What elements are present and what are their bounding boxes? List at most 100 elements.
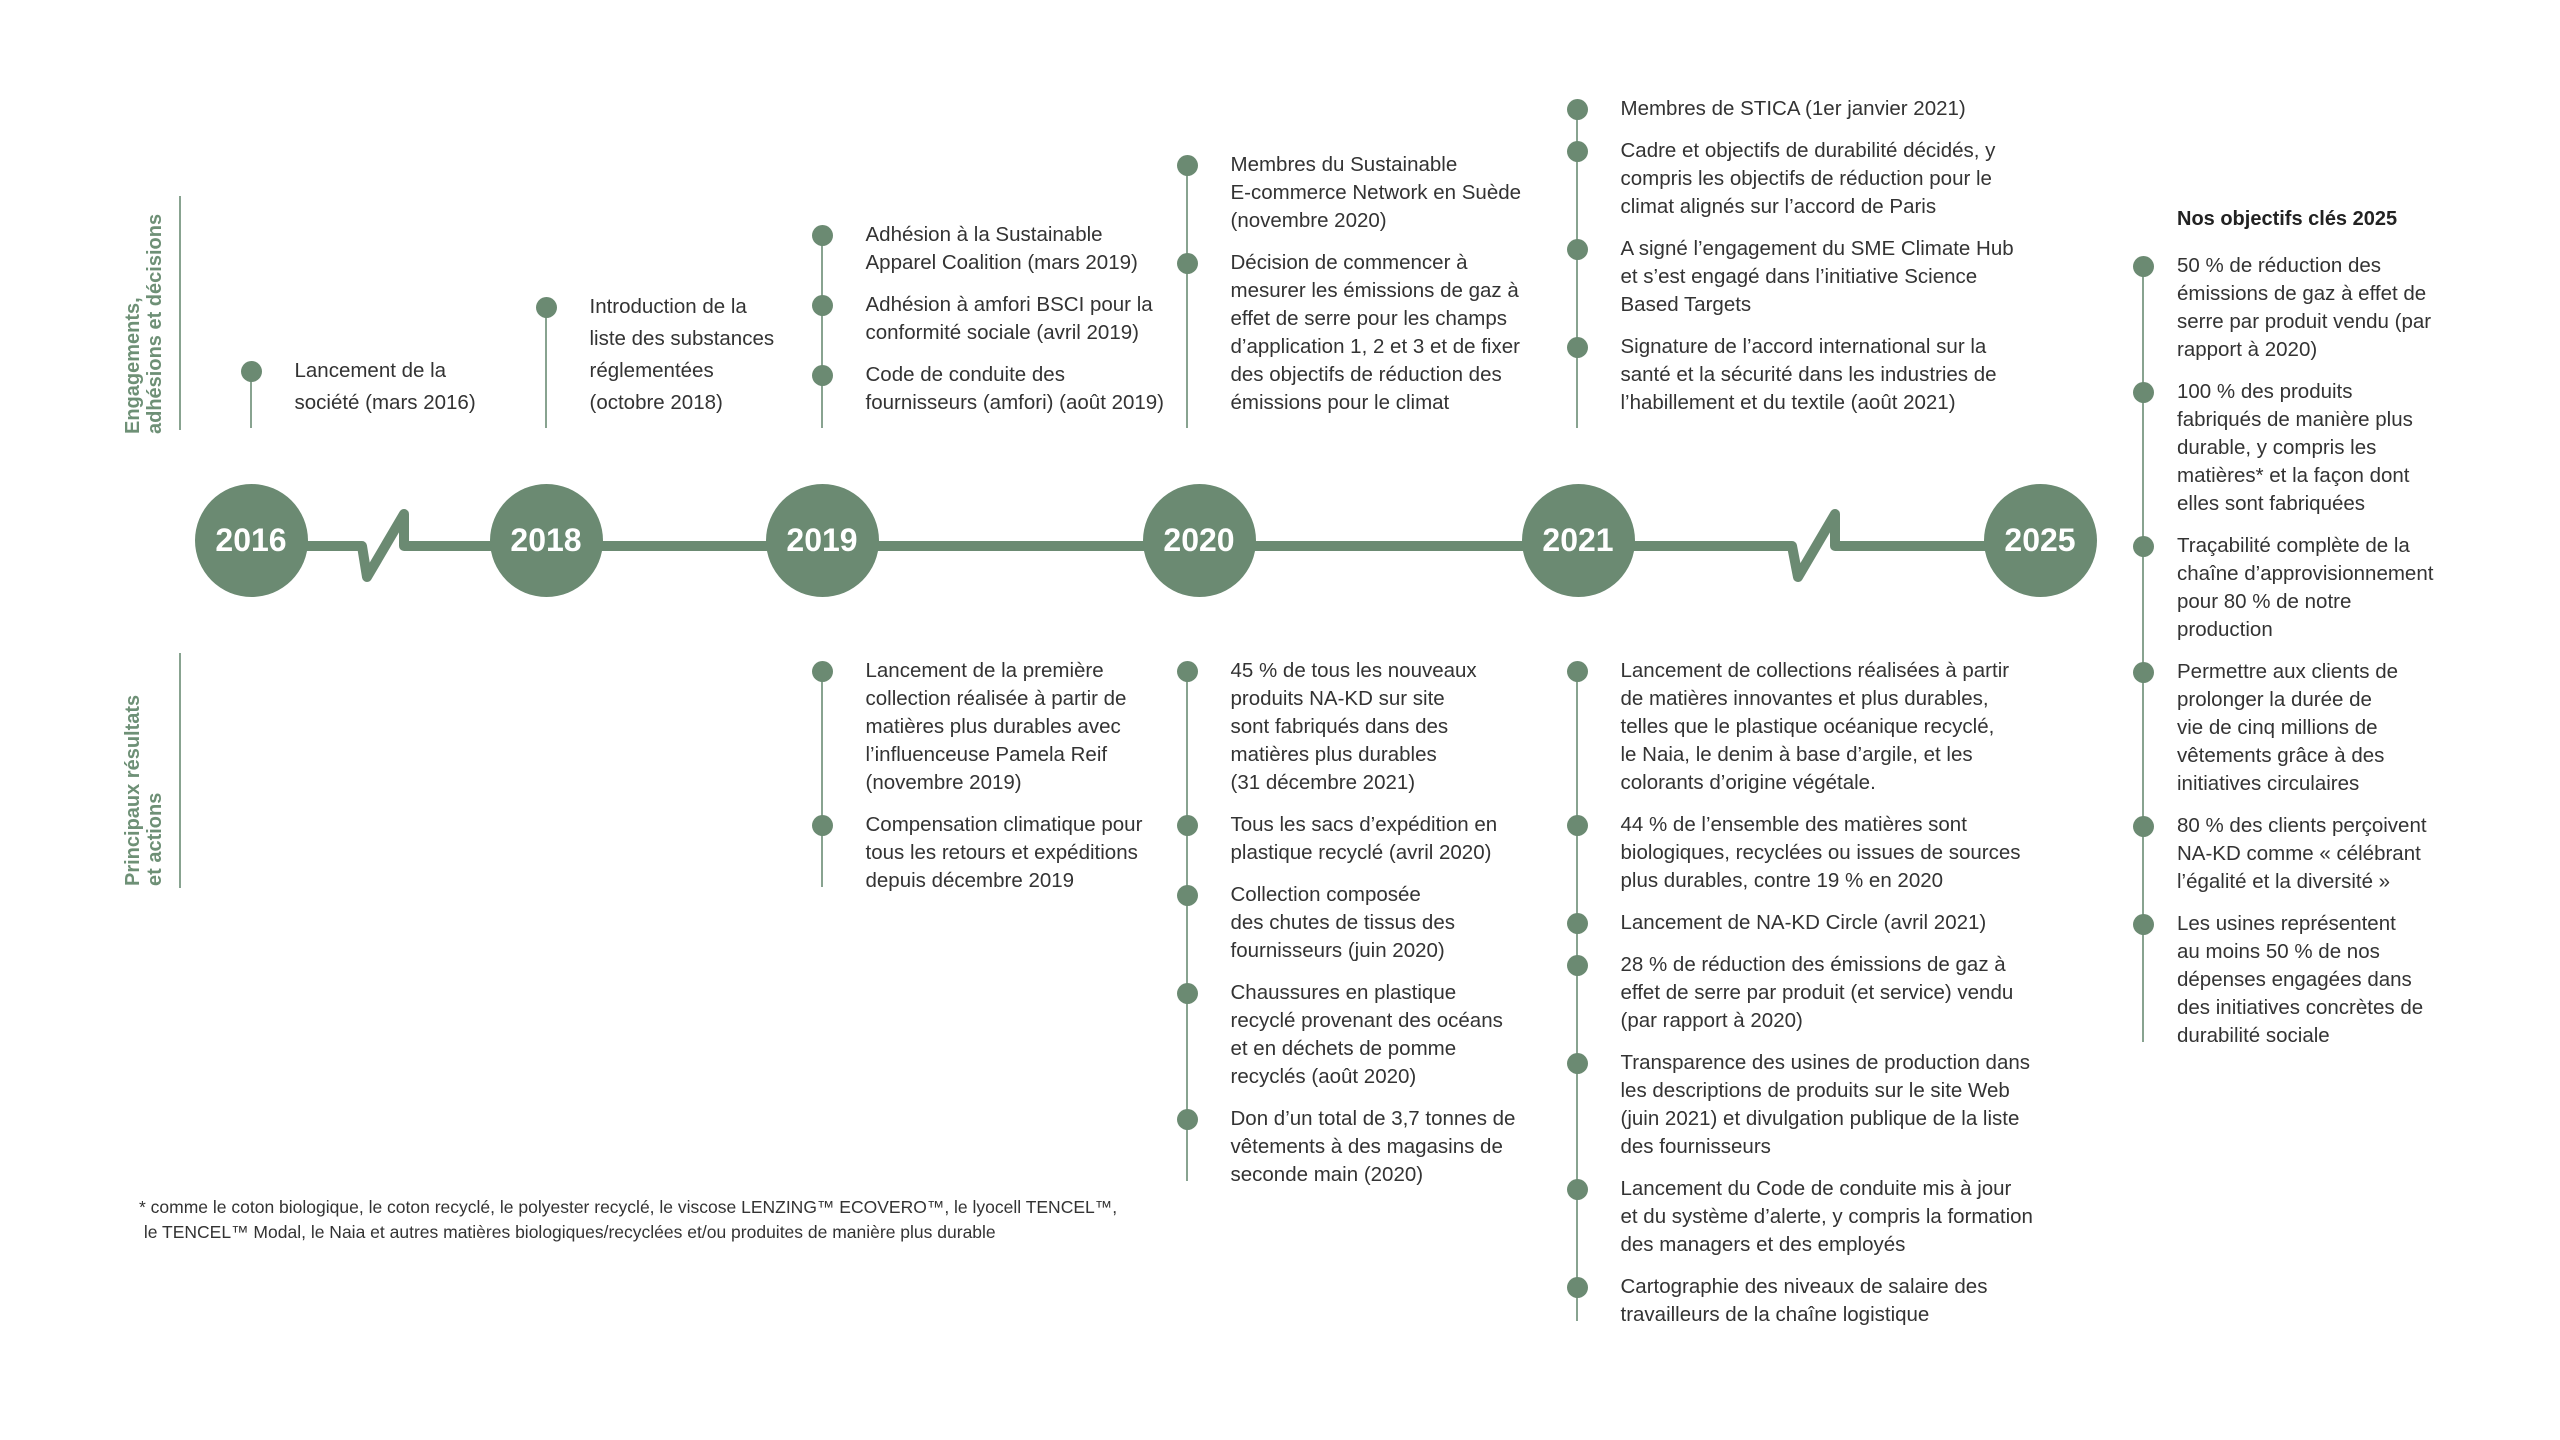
commitment-text: Cadre et objectifs de durabilité décidés… [1620, 139, 1996, 218]
goal-text: 80 % des clients perçoivent NA-KD comme … [2177, 814, 2427, 893]
bullet-dot-icon [811, 814, 833, 836]
goal-text: 100 % des produits fabriqués de manière … [2177, 380, 2413, 515]
year-marker-2016: 2016 [194, 483, 308, 597]
goal-text: Permettre aux clients de prolonger la du… [2177, 660, 2399, 795]
commitment-text: Code de conduite des fournisseurs (amfor… [865, 363, 1165, 414]
bullet-dot-icon [1176, 1108, 1198, 1130]
commitments-2019: Adhésion à la Sustainable Apparel Coalit… [811, 221, 1165, 428]
result-item: Lancement de NA-KD Circle (avril 2021) [1566, 909, 2033, 937]
bullet-dot-icon [1176, 982, 1198, 1004]
year-marker-2019: 2019 [765, 483, 879, 597]
section-divider-results [179, 653, 181, 888]
year-marker-2021: 2021 [1521, 483, 1635, 597]
goal-text: Les usines représentent au moins 50 % de… [2177, 912, 2424, 1047]
goal-text: Traçabilité complète de la chaîne d’appr… [2177, 534, 2434, 641]
commitment-item: Membres de STICA (1er janvier 2021) [1566, 95, 2014, 123]
result-item: Lancement du Code de conduite mis à jour… [1566, 1175, 2033, 1259]
result-text: Lancement de la première collection réal… [865, 659, 1127, 794]
bullet-dot-icon [811, 224, 833, 246]
bullet-dot-icon [811, 364, 833, 386]
commitments-2020: Membres du Sustainable E-commerce Networ… [1176, 151, 1522, 428]
commitment-text: Décision de commencer à mesurer les émis… [1230, 251, 1520, 414]
bullet-dot-icon [1566, 140, 1588, 162]
result-item: Chaussures en plastique recyclé provenan… [1176, 979, 1516, 1091]
commitment-item: A signé l’engagement du SME Climate Hub … [1566, 235, 2014, 319]
result-item: 45 % de tous les nouveaux produits NA-KD… [1176, 657, 1516, 797]
result-item: 28 % de réduction des émissions de gaz à… [1566, 951, 2033, 1035]
bullet-dot-icon [1176, 252, 1198, 274]
result-text: 28 % de réduction des émissions de gaz à… [1620, 953, 2014, 1032]
section-divider-commitments [179, 196, 181, 430]
result-text: Compensation climatique pour tous les re… [865, 813, 1143, 892]
goal-item: 80 % des clients perçoivent NA-KD comme … [2132, 812, 2434, 896]
commitment-item: Lancement de la société (mars 2016) [240, 355, 476, 419]
year-marker-2018: 2018 [489, 483, 603, 597]
commitment-item: Adhésion à la Sustainable Apparel Coalit… [811, 221, 1165, 277]
result-text: Lancement du Code de conduite mis à jour… [1620, 1177, 2033, 1256]
goal-item: Permettre aux clients de prolonger la du… [2132, 658, 2434, 798]
result-text: Lancement de collections réalisées à par… [1620, 659, 2010, 794]
goal-text: 50 % de réduction des émissions de gaz à… [2177, 254, 2432, 361]
bullet-dot-icon [1176, 884, 1198, 906]
result-text: Lancement de NA-KD Circle (avril 2021) [1620, 911, 1987, 934]
result-text: Transparence des usines de production da… [1620, 1051, 2031, 1158]
commitment-text: Introduction de la liste des substances … [589, 295, 775, 414]
result-item: Don d’un total de 3,7 tonnes de vêtement… [1176, 1105, 1516, 1189]
commitment-text: Adhésion à la Sustainable Apparel Coalit… [865, 223, 1138, 274]
goal-item: 50 % de réduction des émissions de gaz à… [2132, 252, 2434, 364]
bullet-dot-icon [2132, 535, 2154, 557]
result-item: Cartographie des niveaux de salaire des … [1566, 1273, 2033, 1329]
bullet-dot-icon [1566, 660, 1588, 682]
result-item: Tous les sacs d’expédition en plastique … [1176, 811, 1516, 867]
commitments-2021: Membres de STICA (1er janvier 2021) Cadr… [1566, 95, 2014, 428]
commitment-text: Adhésion à amfori BSCI pour la conformit… [865, 293, 1153, 344]
result-text: 45 % de tous les nouveaux produits NA-KD… [1230, 659, 1477, 794]
goals-heading: Nos objectifs clés 2025 [2177, 208, 2398, 230]
commitment-item: Code de conduite des fournisseurs (amfor… [811, 361, 1165, 417]
bullet-dot-icon [811, 294, 833, 316]
commitments-2016: Lancement de la société (mars 2016) [240, 355, 476, 428]
goal-item: 100 % des produits fabriqués de manière … [2132, 378, 2434, 518]
bullet-dot-icon [535, 296, 557, 318]
commitment-text: Membres de STICA (1er janvier 2021) [1620, 97, 1966, 120]
commitment-text: Lancement de la société (mars 2016) [294, 359, 476, 414]
footnote: * comme le coton biologique, le coton re… [139, 1197, 1118, 1242]
bullet-dot-icon [2132, 913, 2154, 935]
bullet-dot-icon [2132, 661, 2154, 683]
commitment-item: Adhésion à amfori BSCI pour la conformit… [811, 291, 1165, 347]
commitment-text: A signé l’engagement du SME Climate Hub … [1620, 237, 2014, 316]
bullet-dot-icon [1566, 1178, 1588, 1200]
bullet-dot-icon [1566, 814, 1588, 836]
result-text: Chaussures en plastique recyclé provenan… [1230, 981, 1503, 1088]
bullet-dot-icon [1176, 154, 1198, 176]
bullet-dot-icon [1176, 814, 1198, 836]
result-text: Collection composée des chutes de tissus… [1230, 883, 1456, 962]
bullet-dot-icon [1566, 954, 1588, 976]
goal-item: Traçabilité complète de la chaîne d’appr… [2132, 532, 2434, 644]
bullet-dot-icon [1566, 1052, 1588, 1074]
timeline-line [246, 509, 2045, 582]
result-item: Collection composée des chutes de tissus… [1176, 881, 1516, 965]
result-item: Compensation climatique pour tous les re… [811, 811, 1143, 895]
year-marker-2020: 2020 [1142, 483, 1256, 597]
commitments-2018: Introduction de la liste des substances … [535, 291, 775, 428]
bullet-dot-icon [811, 660, 833, 682]
year-marker-2025: 2025 [1983, 483, 2097, 597]
commitment-item: Signature de l’accord international sur … [1566, 333, 2014, 417]
commitment-text: Membres du Sustainable E-commerce Networ… [1230, 153, 1522, 232]
bullet-dot-icon [1566, 1276, 1588, 1298]
result-text: Don d’un total de 3,7 tonnes de vêtement… [1230, 1107, 1516, 1186]
bullet-dot-icon [1566, 336, 1588, 358]
goals-2025-list: 50 % de réduction des émissions de gaz à… [2132, 252, 2434, 1050]
commitment-text: Signature de l’accord international sur … [1620, 335, 1997, 414]
results-2019: Lancement de la première collection réal… [811, 657, 1143, 895]
result-text: Cartographie des niveaux de salaire des … [1620, 1275, 1988, 1326]
result-text: Tous les sacs d’expédition en plastique … [1230, 813, 1498, 864]
bullet-dot-icon [1566, 238, 1588, 260]
result-item: Lancement de collections réalisées à par… [1566, 657, 2033, 797]
bullet-dot-icon [1176, 660, 1198, 682]
results-2021: Lancement de collections réalisées à par… [1566, 657, 2033, 1329]
result-text: 44 % de l’ensemble des matières sont bio… [1620, 813, 2021, 892]
bullet-dot-icon [2132, 255, 2154, 277]
